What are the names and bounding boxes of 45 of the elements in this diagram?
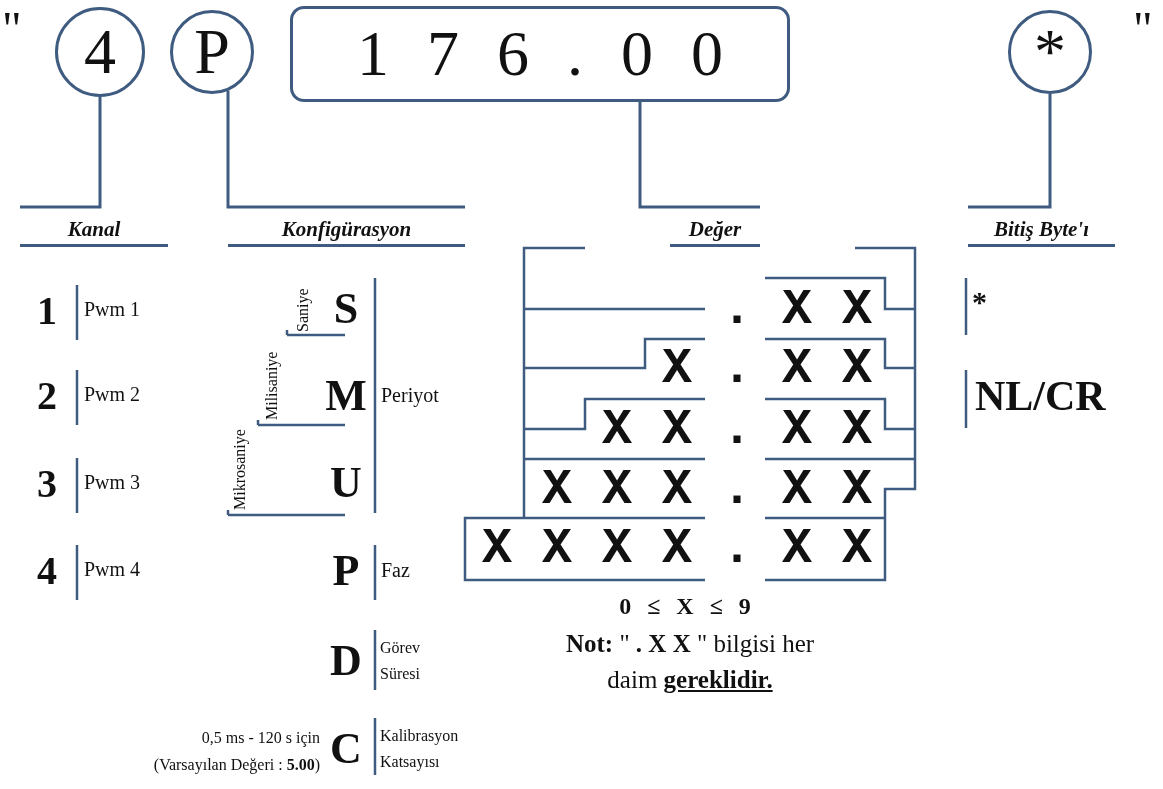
value-format: X X X . X X [540, 464, 872, 514]
digit-range: 0 ≤ X ≤ 9 [618, 591, 752, 621]
leader-line [638, 102, 760, 209]
value-format: X . X X [660, 343, 872, 393]
option-name: Pwm 4 [84, 556, 142, 582]
value-box: 1 7 6 . 0 0 [290, 6, 790, 102]
config-letter: U [329, 457, 363, 507]
quote-mark: " [2, 0, 23, 56]
option-name: Kalibrasyon Katsayısı [380, 726, 460, 773]
unit-label: Saniye [293, 287, 313, 332]
section-heading: Bitiş Byte'ı [968, 207, 1115, 247]
symbol-circle: * [1008, 10, 1092, 94]
config-letter: S [332, 283, 360, 333]
note-text: Not: " . X X " bilgisi her daim gereklidir. [564, 629, 816, 695]
symbol-circle: P [170, 10, 254, 94]
option-name: Pwm 3 [84, 469, 142, 495]
leader-line [968, 94, 1052, 209]
channel-number: 4 [36, 546, 58, 595]
leader-line [226, 90, 465, 209]
symbol-circle: 4 [55, 7, 145, 97]
option-name: Görev Süresi [380, 638, 421, 684]
channel-number: 2 [36, 371, 58, 420]
section-heading: Kanal [20, 207, 168, 247]
config-letter: C [329, 722, 363, 774]
end-byte-option: * [972, 280, 1012, 324]
section-heading: Değer [670, 207, 760, 247]
option-name: Pwm 1 [84, 296, 142, 322]
option-name: Periyot [381, 382, 440, 409]
value-format: X X X X . X X [480, 523, 872, 573]
config-letter: P [331, 545, 361, 595]
range-note: 0,5 ms - 120 s için (Varsayılan Değeri : 5.00) [152, 728, 320, 776]
value-format: . X X [720, 284, 872, 334]
unit-label: Milisaniye [262, 350, 282, 420]
quote-mark: " [1133, 0, 1154, 56]
config-letter: D [329, 635, 363, 685]
channel-number: 3 [36, 459, 58, 508]
config-letter: M [324, 370, 368, 420]
leader-line [20, 97, 102, 209]
option-name: Pwm 2 [84, 381, 142, 407]
value-format: X X . X X [600, 404, 872, 454]
end-byte-option: NL/CR [975, 368, 1135, 424]
unit-label: Mikrosaniye [230, 428, 250, 510]
option-name: Faz [381, 557, 411, 583]
section-heading: Konfigürasyon [228, 207, 465, 247]
channel-number: 1 [36, 286, 58, 335]
